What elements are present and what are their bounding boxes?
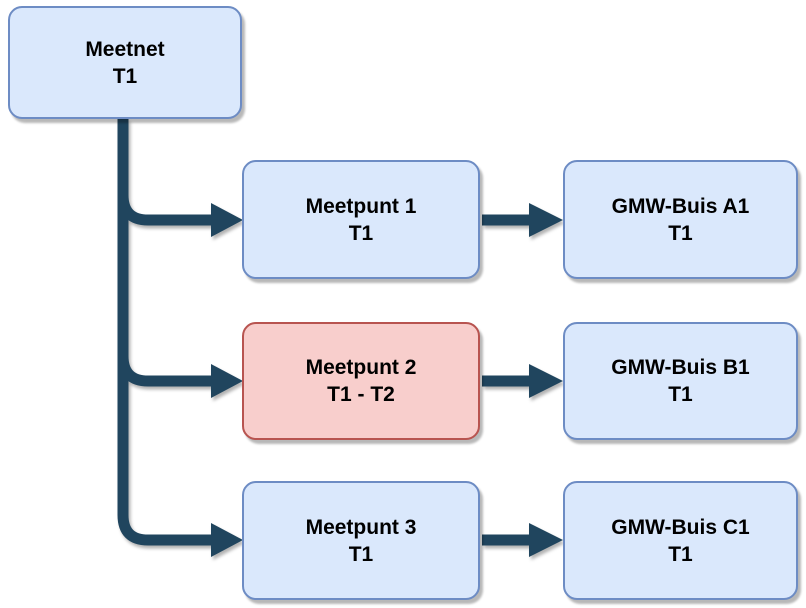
arrow-meetnet-to-meetpunt-2 [117,119,213,387]
arrow-meetnet-to-meetpunt-1 [117,119,213,226]
node-period: T1 - T2 [327,383,395,406]
arrow-meetnet-to-meetpunt-3 [117,119,213,546]
node-label: Meetpunt 1 [305,194,417,218]
node-period: T1 [668,383,693,406]
node-label: GMW-Buis A1 [611,194,750,218]
node-label: Meetnet [85,37,165,61]
node-period: T1 [348,221,374,245]
arrowhead-meetpunt-2 [211,364,243,398]
arrowhead-meetpunt-3 [211,523,243,557]
node-label: GMW-Buis C1 [611,515,750,539]
arrowhead-gmw-b1 [529,364,563,398]
node-gmw-buis-c1: GMW-Buis C1 T1 [563,481,798,600]
node-period: T1 [112,64,138,88]
node-meetpunt-2: Meetpunt 2 T1 - T2 [242,322,480,440]
node-label: GMW-Buis B1 [611,356,750,379]
node-meetpunt-1: Meetpunt 1 T1 [242,160,480,279]
node-label: Meetpunt 3 [305,515,417,539]
arrowhead-gmw-c1 [529,523,563,557]
arrowhead-gmw-a1 [529,203,563,237]
node-gmw-buis-b1: GMW-Buis B1 T1 [563,322,798,440]
node-label: Meetpunt 2 [305,356,417,379]
node-meetpunt-3: Meetpunt 3 T1 [242,481,480,600]
arrowhead-meetpunt-1 [211,203,243,237]
node-period: T1 [668,221,693,245]
node-period: T1 [668,542,693,566]
node-meetnet: Meetnet T1 [8,6,242,119]
node-period: T1 [348,542,374,566]
node-gmw-buis-a1: GMW-Buis A1 T1 [563,160,798,279]
